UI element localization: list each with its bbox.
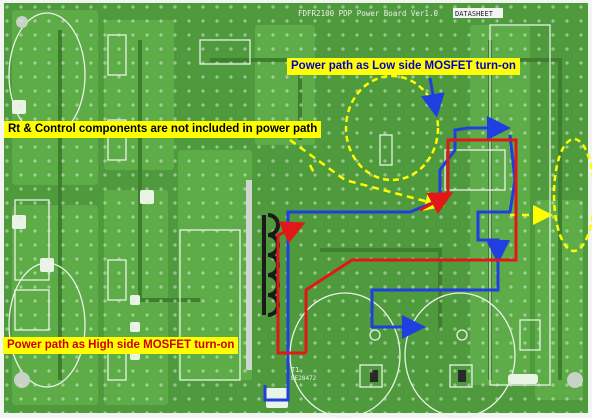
board-title-stamp: DATASHEET [455,10,494,18]
board-title: FDFR2100 PDP Power Board Ver1.0 [298,9,438,18]
low-side-annotation-label: Power path as Low side MOSFET turn-on [287,58,520,75]
rt-control-annotation-label: Rt & Control components are not included… [4,121,322,138]
silkscreen-labels: FDFR2100 PDP Power Board Ver1.0 DATASHEE… [291,8,503,382]
t1-label: T1 [291,366,299,374]
high-side-annotation-label: Power path as High side MOSFET turn-on [3,337,239,354]
highlight-ellipses [344,74,592,253]
t1-code-label: EE28472 [291,375,317,382]
high-side-path [276,138,518,355]
